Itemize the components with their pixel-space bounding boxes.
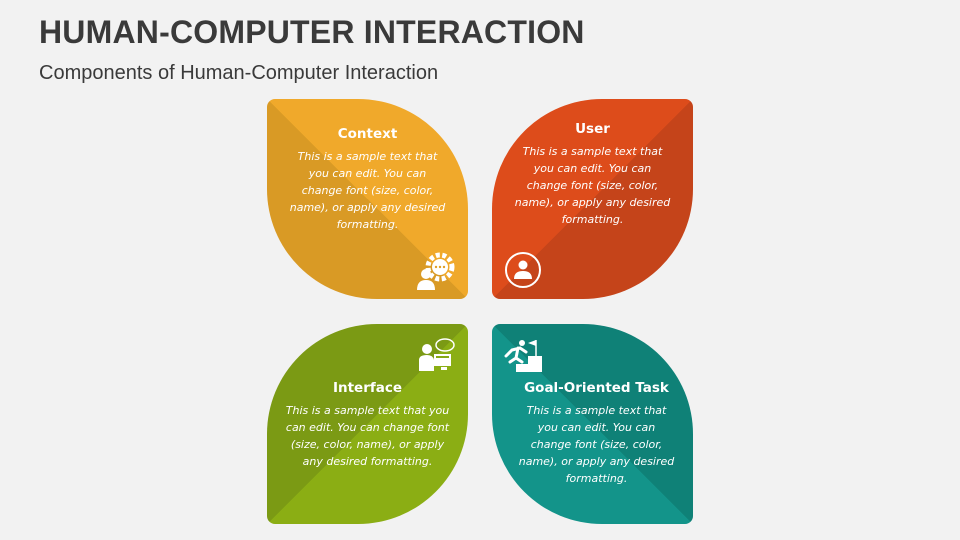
card-text: This is a sample text that you can edit.… xyxy=(514,145,671,226)
card-text: This is a sample text that you can edit.… xyxy=(518,404,675,485)
card-text: This is a sample text that you can edit.… xyxy=(285,404,450,468)
page-subtitle: Components of Human-Computer Interaction xyxy=(39,62,439,84)
card-interface: Interface This is a sample text that you… xyxy=(267,324,468,524)
runner-stairs-flag-icon xyxy=(504,340,542,372)
card-goal-oriented-task: Goal-Oriented Task This is a sample text… xyxy=(492,324,693,524)
person-computer-icon xyxy=(419,338,455,371)
card-context: Context This is a sample text that you c… xyxy=(267,99,468,299)
user-circle-icon xyxy=(505,252,541,288)
card-title: User xyxy=(575,121,610,137)
card-user: User This is a sample text that you can … xyxy=(492,99,693,299)
card-title: Context xyxy=(337,126,398,142)
card-title: Interface xyxy=(332,380,403,396)
gear-person-chat-icon xyxy=(417,252,455,290)
page-title: HUMAN-COMPUTER INTERACTION xyxy=(39,14,585,50)
card-title: Goal-Oriented Task xyxy=(524,380,669,396)
card-text: This is a sample text that you can edit.… xyxy=(289,150,446,231)
